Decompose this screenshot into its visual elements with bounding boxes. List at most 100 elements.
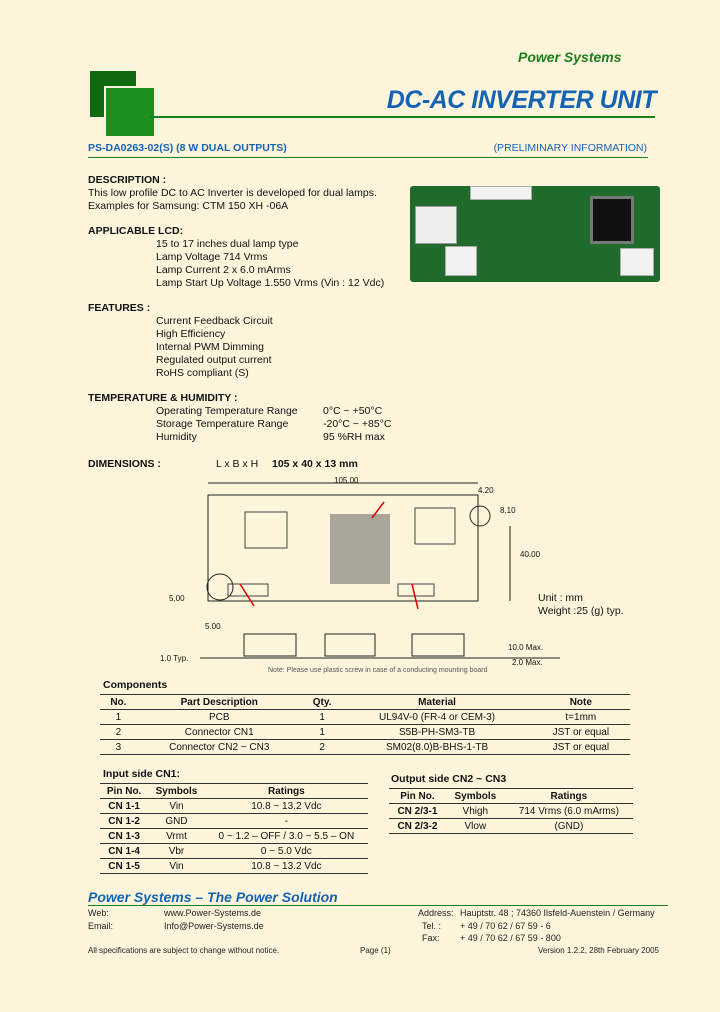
cell: 2 — [301, 739, 343, 755]
cell: 3 — [100, 739, 137, 755]
temp-label: Operating Temperature Range — [156, 405, 298, 417]
feature-item: RoHS compliant (S) — [156, 367, 249, 379]
title-rule — [150, 116, 655, 118]
cell: 0 ~ 1.2 – OFF / 3.0 ~ 5.5 – ON — [204, 828, 368, 844]
table-header: No. Part Description Qty. Material Note — [100, 694, 630, 710]
temp-label: Storage Temperature Range — [156, 418, 289, 430]
email-link[interactable]: Info@Power-Systems.de — [164, 921, 264, 931]
model-desc: (8 W DUAL OUTPUTS) — [176, 142, 287, 154]
footer-rule — [88, 905, 668, 906]
col-rating: Ratings — [504, 788, 633, 804]
description-line-1: This low profile DC to AC Inverter is de… — [88, 187, 377, 199]
cell: Connector CN1 — [136, 724, 302, 740]
cell: Vin — [148, 858, 205, 874]
page-number: Page (1) — [360, 946, 391, 955]
connector-cn1 — [470, 186, 532, 200]
dim-w2: 8.10 — [500, 506, 516, 515]
temp-label: Humidity — [156, 431, 197, 443]
cell: Vhigh — [445, 803, 505, 819]
cell: PCB — [136, 709, 302, 725]
cell: CN 2/3-1 — [389, 803, 446, 819]
col-pin: Pin No. — [389, 788, 446, 804]
version-label: Version 1.2.2, 28th February 2005 — [538, 946, 659, 955]
lcd-heading: APPLICABLE LCD: — [88, 225, 184, 237]
web-link[interactable]: www.Power-Systems.de — [164, 908, 262, 918]
brand-logo: Power Systems — [518, 49, 622, 65]
cell: CN 1-5 — [100, 858, 149, 874]
dims-lbh: L x B x H — [216, 458, 259, 470]
cell: Connector CN2 ~ CN3 — [136, 739, 302, 755]
cell: JST or equal — [531, 739, 630, 755]
table-header: Pin No. Symbols Ratings — [100, 783, 368, 799]
cell: Vbr — [148, 843, 205, 859]
cell: S5B-PH-SM3-TB — [342, 724, 532, 740]
cell: JST or equal — [531, 724, 630, 740]
tel-label: Tel. : — [422, 921, 442, 931]
feature-item: Regulated output current — [156, 354, 272, 366]
dim-5a: 5.00 — [169, 594, 185, 603]
lcd-line-4: Lamp Start Up Voltage 1.550 Vrms (Vin : … — [156, 277, 385, 289]
temp-value: 0°C ~ +50°C — [323, 405, 383, 417]
cell: CN 1-3 — [100, 828, 149, 844]
cell: GND — [148, 813, 205, 829]
dim-weight: Weight :25 (g) typ. — [538, 605, 624, 617]
connector-cn3 — [620, 248, 654, 276]
lcd-line-2: Lamp Voltage 714 Vrms — [156, 251, 268, 263]
dim-max20: 2.0 Max. — [512, 658, 543, 667]
input-heading: Input side CN1: — [103, 768, 181, 780]
temp-heading: TEMPERATURE & HUMIDITY : — [88, 392, 238, 404]
col-symbol: Symbols — [445, 788, 505, 804]
pcb-photo — [410, 186, 660, 282]
components-table: No. Part Description Qty. Material Note … — [100, 694, 630, 755]
fax-value: + 49 / 70 62 / 67 59 - 800 — [460, 933, 561, 943]
cell: SM02(8.0)B-BHS-1-TB — [342, 739, 532, 755]
dim-note: Note: Please use plastic screw in case o… — [268, 667, 488, 674]
cell: 10.8 ~ 13.2 Vdc — [204, 798, 368, 814]
spec-note: All specifications are subject to change… — [88, 946, 280, 955]
col-no: No. — [100, 694, 137, 710]
dim-max10: 10.0 Max. — [508, 643, 544, 652]
temp-value: 95 %RH max — [323, 431, 385, 443]
output-heading: Output side CN2 ~ CN3 — [391, 773, 507, 785]
cell: CN 1-1 — [100, 798, 149, 814]
transformer-right — [590, 196, 634, 244]
feature-item: Current Feedback Circuit — [156, 315, 273, 327]
logo-square-light — [104, 86, 156, 138]
model-line: PS-DA0263-02(S) (8 W DUAL OUTPUTS) — [88, 142, 287, 154]
tel-value: + 49 / 70 62 / 67 59 - 6 — [460, 921, 551, 931]
components-heading: Components — [103, 679, 168, 691]
cell: Vlow — [445, 818, 505, 834]
col-symbol: Symbols — [148, 783, 205, 799]
feature-item: Internal PWM Dimming — [156, 341, 264, 353]
lcd-line-1: 15 to 17 inches dual lamp type — [156, 238, 299, 250]
feature-item: High Efficiency — [156, 328, 226, 340]
table-header: Pin No. Symbols Ratings — [389, 788, 633, 804]
dim-height: 40.00 — [520, 550, 541, 559]
email-label: Email: — [88, 921, 114, 931]
cell: 1 — [301, 709, 343, 725]
cell: CN 2/3-2 — [389, 818, 446, 834]
cell: 1 — [100, 709, 137, 725]
temp-value: -20°C ~ +85°C — [323, 418, 392, 430]
footer-tagline: Power Systems – The Power Solution — [88, 889, 338, 905]
cell: t=1mm — [531, 709, 630, 725]
features-heading: FEATURES : — [88, 302, 151, 314]
col-qty: Qty. — [301, 694, 343, 710]
address-value: Hauptstr. 48 ; 74360 Ilsfeld-Auenstein /… — [460, 908, 655, 918]
cell: 10.8 ~ 13.2 Vdc — [204, 858, 368, 874]
page-title: DC-AC INVERTER UNIT — [386, 86, 657, 114]
description-heading: DESCRIPTION : — [88, 174, 167, 186]
model-number: PS-DA0263-02(S) — [88, 142, 174, 154]
cell: CN 1-4 — [100, 843, 149, 859]
dim-5b: 5.00 — [205, 622, 221, 631]
